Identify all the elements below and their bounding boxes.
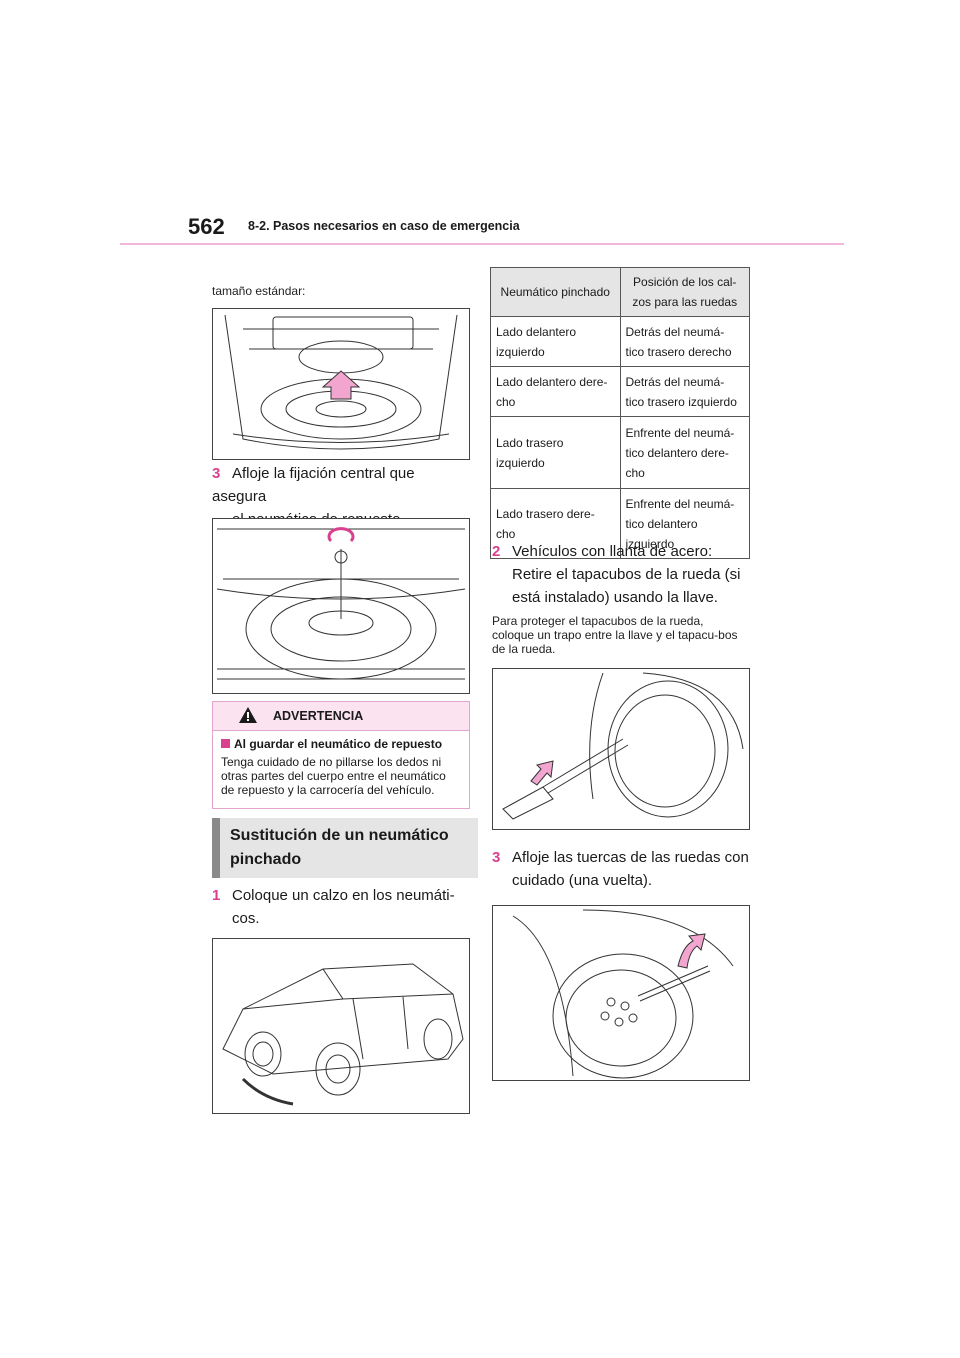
hubcap-illustration bbox=[502, 672, 744, 820]
step-text-line2: Retire el tapacubos de la rueda (si bbox=[512, 566, 741, 583]
table-header-cell: Neumático pinchado bbox=[490, 267, 621, 317]
table-cell: Detrás del neumá- tico trasero derecho bbox=[619, 316, 750, 367]
step-text-line2: cuidado (una vuelta). bbox=[512, 872, 653, 889]
right-step-3: 3 Afloje las tuercas de las ruedas con cu… bbox=[492, 846, 752, 892]
table-header-row: Neumático pinchado Posición de los cal- … bbox=[490, 267, 750, 317]
step-text-line2: cos. bbox=[232, 910, 260, 927]
header-rule bbox=[120, 243, 844, 245]
spare-tire-illustration bbox=[216, 527, 466, 680]
table-row: Lado delantero dere- cho Detrás del neum… bbox=[490, 366, 750, 417]
turn-arrow-icon bbox=[677, 933, 706, 969]
rotate-arrow-icon bbox=[327, 527, 355, 543]
figure-spare-tire-fastener bbox=[212, 518, 470, 694]
lever-arrow-icon bbox=[530, 760, 554, 786]
right-step-2: 2 Vehículos con llanta de acero: Retire e… bbox=[492, 540, 752, 609]
page-number: 562 bbox=[188, 214, 225, 239]
figure-trunk-spare-tire bbox=[212, 308, 470, 460]
step-text-line1: Coloque un calzo en los neumáti- bbox=[232, 887, 455, 904]
bullet-square-icon bbox=[221, 739, 230, 748]
warning-triangle-icon bbox=[239, 707, 257, 723]
step-number: 2 bbox=[492, 543, 501, 560]
wheel-nuts-illustration bbox=[512, 909, 734, 1079]
table-cell: Lado delantero izquierdo bbox=[490, 316, 621, 367]
up-arrow-icon bbox=[321, 370, 361, 400]
table-row: Lado trasero izquierdo Enfrente del neum… bbox=[490, 416, 750, 489]
section-heading: Sustitución de un neumático pinchado bbox=[212, 818, 478, 878]
warning-subtitle: Al guardar el neumático de repuesto bbox=[234, 737, 443, 751]
note-text: Para proteger el tapacubos de la rueda, … bbox=[492, 614, 738, 656]
car-illustration bbox=[222, 963, 464, 1106]
step-number: 3 bbox=[492, 849, 501, 866]
table-cell: Lado delantero dere- cho bbox=[490, 366, 621, 417]
table-cell: Detrás del neumá- tico trasero izquierdo bbox=[619, 366, 750, 417]
table-cell: Lado trasero dere- cho bbox=[490, 488, 621, 559]
warning-title: ADVERTENCIA bbox=[273, 709, 364, 723]
step-text-line1: Vehículos con llanta de acero: bbox=[512, 543, 713, 560]
step-text-line1: Afloje la fijación central que asegura bbox=[212, 465, 415, 505]
table-cell: Enfrente del neumá- tico delantero izqui… bbox=[619, 488, 750, 559]
step-number: 3 bbox=[212, 465, 221, 482]
trunk-illustration bbox=[224, 314, 458, 450]
section-title: 8-2. Pasos necesarios en caso de emergen… bbox=[248, 219, 520, 233]
left-step-1: 1 Coloque un calzo en los neumáti- cos. bbox=[212, 884, 472, 930]
pointer-arrow-icon bbox=[241, 1077, 294, 1106]
step-number: 1 bbox=[212, 887, 221, 904]
step-text-line1: Afloje las tuercas de las ruedas con bbox=[512, 849, 749, 866]
figure-hubcap-removal bbox=[492, 668, 750, 830]
table-row: Lado delantero izquierdo Detrás del neum… bbox=[490, 316, 750, 367]
heading-line1: Sustitución de un neumático bbox=[230, 827, 449, 844]
warning-box: ADVERTENCIA Al guardar el neumático de r… bbox=[212, 701, 470, 809]
figure-car-wheel-chock bbox=[212, 938, 470, 1114]
table-header-cell: Posición de los cal- zos para las ruedas bbox=[619, 267, 750, 317]
warning-body: Tenga cuidado de no pillarse los dedos n… bbox=[221, 755, 446, 797]
warning-header: ADVERTENCIA bbox=[213, 702, 469, 731]
heading-line2: pinchado bbox=[230, 851, 302, 868]
figure-loosen-nuts bbox=[492, 905, 750, 1081]
wheel-chock-table: Neumático pinchado Posición de los cal- … bbox=[490, 267, 750, 559]
table-cell: Lado trasero izquierdo bbox=[490, 416, 621, 489]
table-cell: Enfrente del neumá- tico delantero dere-… bbox=[619, 416, 750, 489]
step-text-line3: está instalado) usando la llave. bbox=[512, 589, 718, 606]
table-row: Lado trasero dere- cho Enfrente del neum… bbox=[490, 488, 750, 559]
intro-text: tamaño estándar: bbox=[212, 284, 306, 298]
